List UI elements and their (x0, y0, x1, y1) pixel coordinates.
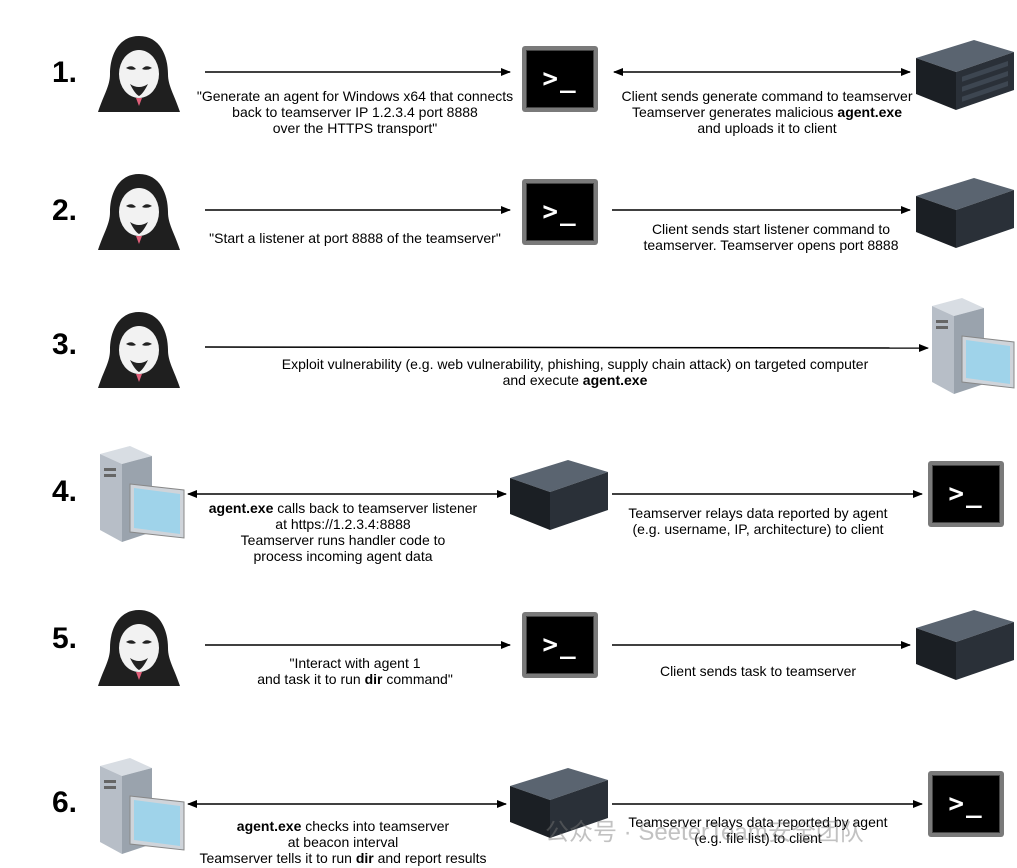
step-4-right-line1: Teamserver relays data reported by agent (628, 505, 888, 521)
step-6-right-line1: Teamserver relays data reported by agent (628, 814, 888, 830)
step-6-right-line2: (e.g. file list) to client (694, 830, 822, 846)
step-1-left-line1: "Generate an agent for Windows x64 that … (196, 88, 514, 104)
terminal-prompt: >_ (932, 465, 1000, 523)
step-5-text: and task it to run (257, 671, 365, 687)
step-5-text: command" (382, 671, 453, 687)
agent-exe-text: agent.exe (236, 818, 302, 834)
hacker-icon (98, 610, 180, 686)
step-4-right-line2: (e.g. username, IP, architecture) to cli… (632, 521, 884, 537)
terminal-prompt: >_ (526, 183, 594, 241)
step-number-6: 6. (52, 786, 78, 819)
computer-icon (932, 298, 1015, 394)
step-4-left-line4: process incoming agent data (253, 548, 433, 564)
step-4-right-label: Teamserver relays data reported by agent… (606, 505, 910, 537)
server-icon (916, 178, 1014, 248)
step-1-right-line2: Teamserver generates malicious agent.exe (612, 104, 922, 120)
step-3-line1: Exploit vulnerability (e.g. web vulnerab… (281, 356, 869, 372)
hacker-icon (98, 36, 180, 112)
step-number-4: 4. (52, 475, 78, 508)
step-1-right-line3: and uploads it to client (697, 120, 837, 136)
step-3-line2: and execute agent.exe (240, 372, 910, 388)
step-2-right-line1: Client sends start listener command to (651, 221, 891, 237)
step-number-2: 2. (52, 194, 78, 227)
step-5-left-line1: "Interact with agent 1 (289, 655, 421, 671)
step-4-left-label: agent.exe calls back to teamserver liste… (188, 500, 498, 564)
terminal-prompt: >_ (526, 50, 594, 108)
terminal-icon: >_ (522, 612, 598, 678)
hacker-icon (98, 174, 180, 250)
arrow-3-attacker-victim (204, 343, 929, 352)
step-4-text: calls back to teamserver listener (273, 500, 478, 516)
server-icon (510, 768, 608, 838)
step-6-left-line2: at beacon interval (287, 834, 399, 850)
dir-text: dir (355, 850, 374, 866)
step-6-right-label: Teamserver relays data reported by agent… (606, 814, 910, 846)
step-5-left-line2: and task it to run dir command" (200, 671, 510, 687)
watermark: 公众号 · SeeterTeam安全团队 (545, 819, 864, 846)
step-3-label: Exploit vulnerability (e.g. web vulnerab… (240, 356, 910, 388)
step-5-left-label: "Interact with agent 1 and task it to ru… (200, 655, 510, 687)
step-2-left-label: "Start a listener at port 8888 of the te… (209, 230, 501, 246)
step-2-right-line2: teamserver. Teamserver opens port 8888 (643, 237, 899, 253)
server-icon (916, 610, 1014, 680)
step-6-text: and report results (373, 850, 487, 866)
agent-exe-text: agent.exe (837, 104, 902, 120)
step-3-text: and execute (502, 372, 583, 388)
step-6-text: Teamserver tells it to run (199, 850, 356, 866)
dir-text: dir (364, 671, 383, 687)
server-icon (916, 40, 1014, 110)
step-2-right-label: Client sends start listener command to t… (612, 221, 930, 253)
step-number-3: 3. (52, 328, 78, 361)
step-1-right-line1: Client sends generate command to teamser… (621, 88, 913, 104)
step-5-right-label: Client sends task to teamserver (659, 663, 857, 679)
hacker-icon (98, 312, 180, 388)
terminal-icon: >_ (928, 771, 1004, 837)
step-6-left-label: agent.exe checks into teamserver at beac… (188, 818, 498, 866)
step-1-left-line2: back to teamserver IP 1.2.3.4 port 8888 (232, 104, 478, 120)
step-number-5: 5. (52, 622, 78, 655)
terminal-icon: >_ (928, 461, 1004, 527)
step-6-left-line3: Teamserver tells it to run dir and repor… (188, 850, 498, 866)
step-1-left-line3: over the HTTPS transport" (272, 120, 438, 136)
step-4-left-line1: agent.exe calls back to teamserver liste… (188, 500, 498, 516)
agent-exe-text: agent.exe (582, 372, 648, 388)
step-6-text: checks into teamserver (301, 818, 450, 834)
step-6-left-line1: agent.exe checks into teamserver (188, 818, 498, 834)
step-4-left-line2: at https://1.2.3.4:8888 (275, 516, 411, 532)
step-4-left-line3: Teamserver runs handler code to (240, 532, 446, 548)
terminal-icon: >_ (522, 46, 598, 112)
terminal-icon: >_ (522, 179, 598, 245)
server-icon (510, 460, 608, 530)
agent-exe-text: agent.exe (208, 500, 274, 516)
step-1-left-label: "Generate an agent for Windows x64 that … (190, 88, 520, 136)
step-number-1: 1. (52, 56, 78, 89)
terminal-prompt: >_ (526, 616, 594, 674)
computer-icon (100, 758, 185, 854)
terminal-prompt: >_ (932, 775, 1000, 833)
step-1-right-label: Client sends generate command to teamser… (612, 88, 922, 136)
step-1-right-text: Teamserver generates malicious (631, 104, 838, 120)
computer-icon (100, 446, 185, 542)
